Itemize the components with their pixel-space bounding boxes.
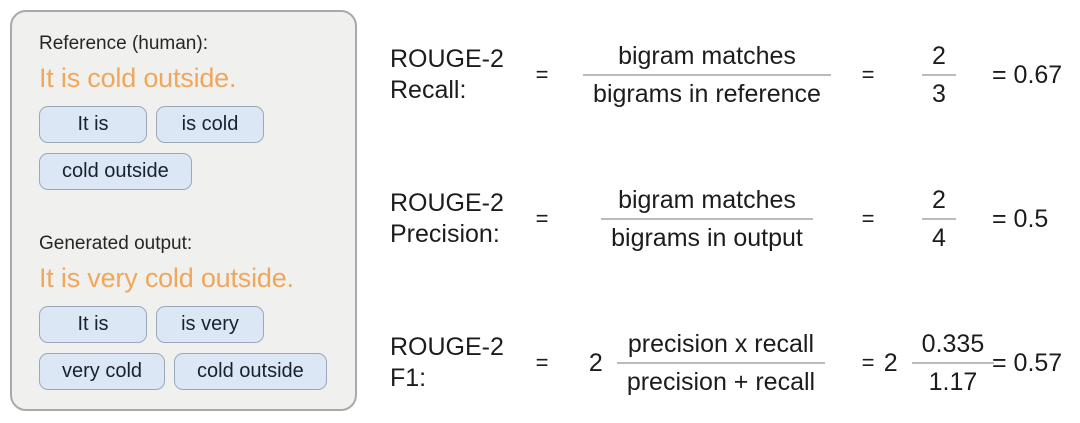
result-value: = 0.67	[992, 60, 1063, 89]
value-fraction-cell: 2 0.335 1.17	[883, 329, 995, 397]
fraction-numerator: 0.335	[921, 330, 985, 358]
bigram-chip: is cold	[156, 106, 264, 143]
formula-fraction-cell: 2 precision x recall precision + recall	[564, 329, 850, 397]
formula-fraction-cell: bigram matches bigrams in output	[564, 185, 850, 253]
formula-fraction: bigram matches bigrams in reference	[583, 41, 831, 109]
fraction-bar	[922, 218, 956, 220]
equals-sign: =	[535, 206, 549, 231]
equation-label: ROUGE-2 Recall:	[390, 44, 520, 106]
equation-label-line1: ROUGE-2	[390, 333, 504, 361]
equation-label-line2: Precision:	[390, 220, 500, 248]
generated-section: Generated output: It is very cold outsid…	[39, 232, 337, 390]
formula-fraction: bigram matches bigrams in output	[601, 185, 813, 253]
fraction-numerator: 2	[932, 42, 946, 70]
fraction-numerator: 2	[932, 186, 946, 214]
equals-sign: =	[861, 206, 875, 231]
value-fraction: 2 3	[922, 41, 956, 109]
generated-sentence: It is very cold outside.	[39, 263, 294, 293]
fraction-denominator: bigrams in output	[611, 224, 803, 252]
value-fraction-cell: 2 4	[886, 185, 992, 253]
fraction-bar	[911, 362, 995, 364]
fraction-numerator: precision x recall	[627, 330, 815, 358]
value-fraction: 0.335 1.17	[911, 329, 995, 397]
formula-fraction-cell: bigram matches bigrams in reference	[564, 41, 850, 109]
equals-sign: =	[861, 62, 875, 87]
equation-label-line2: F1:	[390, 364, 427, 392]
equation-label-line1: ROUGE-2	[390, 45, 504, 73]
fraction-bar	[601, 218, 813, 220]
fraction-denominator: 4	[932, 224, 946, 252]
coefficient: 2	[588, 348, 603, 377]
fraction-bar	[616, 362, 826, 364]
generated-label: Generated output:	[39, 233, 193, 254]
bigram-chip: very cold	[39, 353, 166, 390]
example-panel: Reference (human): It is cold outside. I…	[10, 10, 357, 411]
equation-label-line2: Recall:	[390, 76, 467, 104]
equation-rouge2-f1: ROUGE-2 F1: = 2 precision x recall preci…	[390, 306, 1077, 420]
reference-label: Reference (human):	[39, 33, 208, 54]
fraction-numerator: bigram matches	[618, 186, 796, 214]
value-fraction-cell: 2 3	[886, 41, 992, 109]
reference-bigrams-row-2: cold outside	[39, 153, 337, 190]
equation-label: ROUGE-2 Precision:	[390, 188, 520, 250]
fraction-bar	[922, 74, 956, 76]
equals-sign: =	[535, 350, 549, 375]
equals-sign: =	[535, 62, 549, 87]
generated-bigrams-row-1: It is is very	[39, 306, 337, 343]
fraction-denominator: 3	[932, 80, 946, 108]
equation-label-line1: ROUGE-2	[390, 189, 504, 217]
coefficient: 2	[883, 348, 898, 377]
fraction-bar	[583, 74, 831, 76]
fraction-denominator: precision + recall	[626, 368, 816, 396]
reference-bigrams-row-1: It is is cold	[39, 106, 337, 143]
equation-rouge2-recall: ROUGE-2 Recall: = bigram matches bigrams…	[390, 18, 1077, 132]
result-value: = 0.57	[992, 348, 1063, 377]
fraction-denominator: 1.17	[928, 368, 978, 396]
equations-column: ROUGE-2 Recall: = bigram matches bigrams…	[390, 0, 1077, 420]
formula-fraction: precision x recall precision + recall	[616, 329, 826, 397]
equation-label: ROUGE-2 F1:	[390, 332, 520, 394]
generated-bigrams-row-2: very cold cold outside	[39, 353, 337, 390]
equation-rouge2-precision: ROUGE-2 Precision: = bigram matches bigr…	[390, 162, 1077, 276]
fraction-numerator: bigram matches	[618, 42, 796, 70]
bigram-chip: cold outside	[39, 153, 192, 190]
bigram-chip: cold outside	[174, 353, 327, 390]
reference-sentence: It is cold outside.	[39, 63, 237, 93]
value-fraction: 2 4	[922, 185, 956, 253]
equals-sign: =	[861, 350, 875, 375]
fraction-denominator: bigrams in reference	[593, 80, 821, 108]
reference-section: Reference (human): It is cold outside. I…	[39, 32, 337, 190]
bigram-chip: is very	[156, 306, 264, 343]
result-value: = 0.5	[992, 204, 1049, 233]
bigram-chip: It is	[39, 106, 147, 143]
bigram-chip: It is	[39, 306, 147, 343]
